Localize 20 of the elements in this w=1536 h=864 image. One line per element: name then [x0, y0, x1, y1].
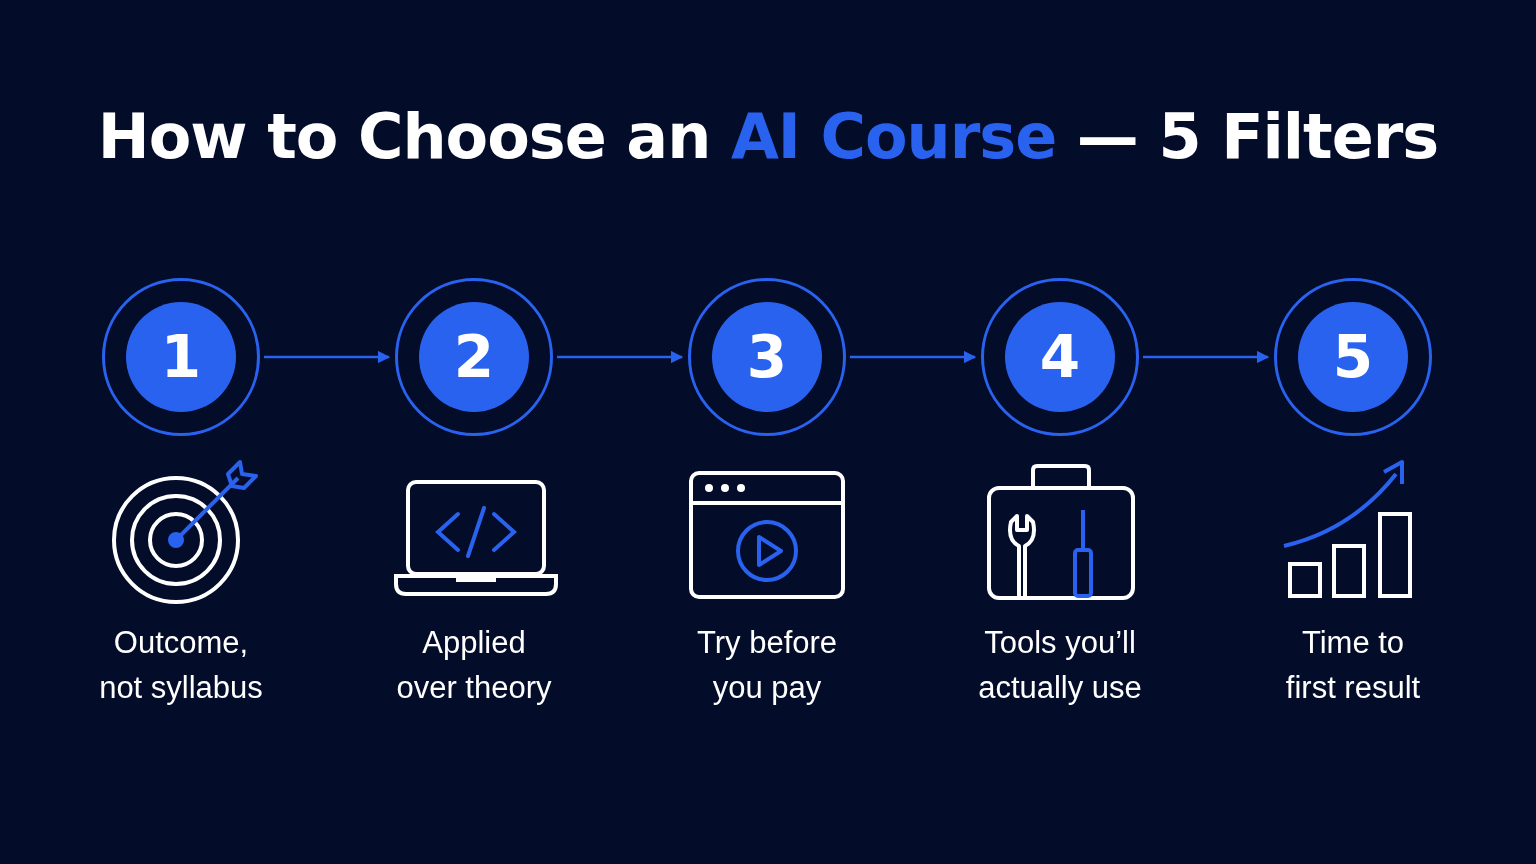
step-number: 4: [1005, 302, 1115, 412]
step-caption: Outcome, not syllabus: [98, 624, 264, 707]
step-caption: Applied over theory: [395, 624, 553, 707]
step-circle: [688, 278, 846, 436]
step-number: 5: [1298, 302, 1408, 412]
arrow: [1143, 350, 1270, 364]
step-circle: [102, 278, 260, 436]
arrow: [557, 350, 684, 364]
step-caption: Tools you’ll actually use: [977, 624, 1143, 707]
step-number: 3: [712, 302, 822, 412]
step-circle: [981, 278, 1139, 436]
step-caption: Time to first result: [1284, 624, 1422, 707]
step-number: 1: [126, 302, 236, 412]
title: How to Choose an AI Course — 5 Filters: [96, 100, 1440, 173]
step-circle: [1274, 278, 1432, 436]
arrow: [850, 350, 977, 364]
arrow: [264, 350, 391, 364]
step-caption: Try before you pay: [695, 624, 839, 707]
step-number: 2: [419, 302, 529, 412]
step-circle: [395, 278, 553, 436]
